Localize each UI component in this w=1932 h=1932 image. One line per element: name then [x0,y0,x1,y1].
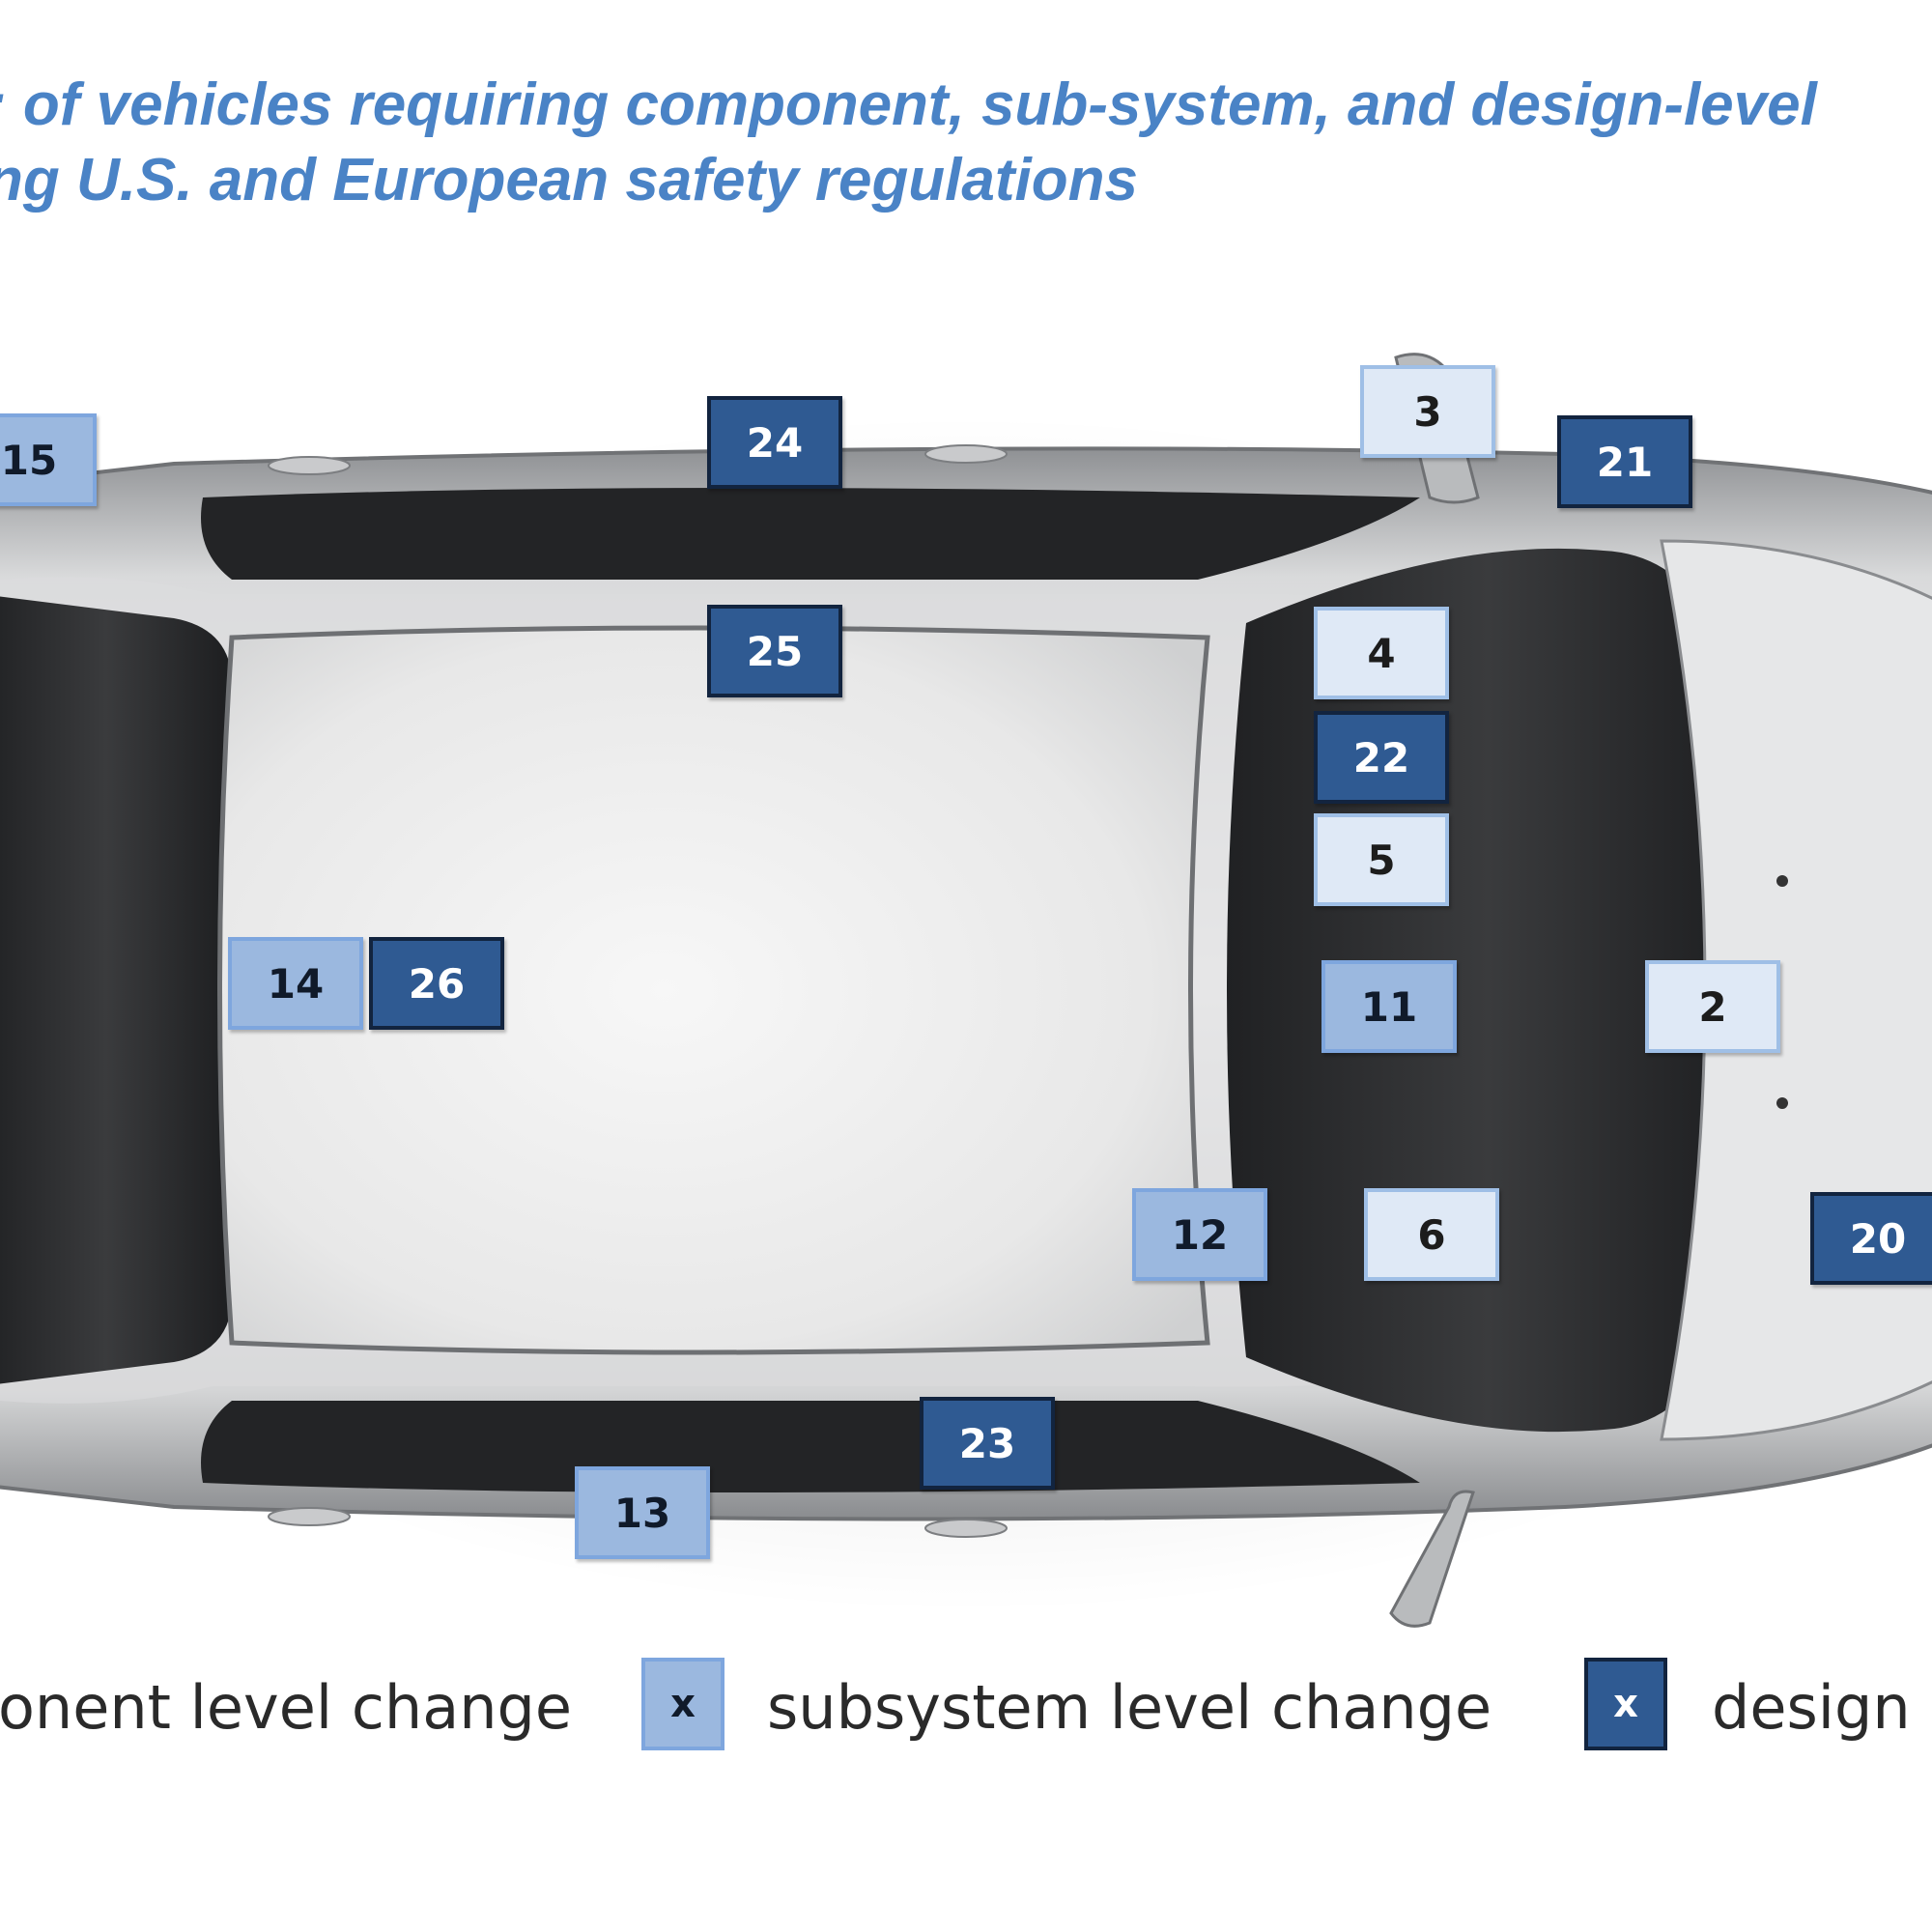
title-line-1: : of vehicles requiring component, sub-s… [0,71,1817,138]
tag-14: 14 [228,937,363,1030]
door-handles [268,444,1008,1538]
tag-2: 2 [1645,960,1780,1053]
tag-3: 3 [1360,365,1495,458]
tag-25: 25 [707,605,842,697]
title-line-2: ng U.S. and European safety regulations [0,147,1138,213]
tag-6: 6 [1364,1188,1499,1281]
side-windows [201,488,1420,1492]
diagram-title: : of vehicles requiring component, sub-s… [0,68,1932,218]
legend-component-label: onent level change [0,1672,572,1743]
legend-design-label: design l [1712,1672,1932,1743]
tag-11: 11 [1321,960,1457,1053]
tag-26: 26 [369,937,504,1030]
tag-20: 20 [1810,1192,1932,1285]
tag-4: 4 [1314,607,1449,699]
tag-23: 23 [920,1397,1055,1490]
tag-12: 12 [1132,1188,1267,1281]
tag-5: 5 [1314,813,1449,906]
legend-subsystem-swatch: x [641,1658,724,1750]
tag-13: 13 [575,1466,710,1559]
legend-design-swatch: x [1584,1658,1667,1750]
roof-panel [217,625,1210,1355]
tag-24: 24 [707,396,842,489]
rear-window [0,596,232,1384]
tag-15: 15 [0,413,97,506]
tag-21: 21 [1557,415,1692,508]
tag-22: 22 [1314,711,1449,804]
legend-subsystem-label: subsystem level change [767,1672,1492,1743]
